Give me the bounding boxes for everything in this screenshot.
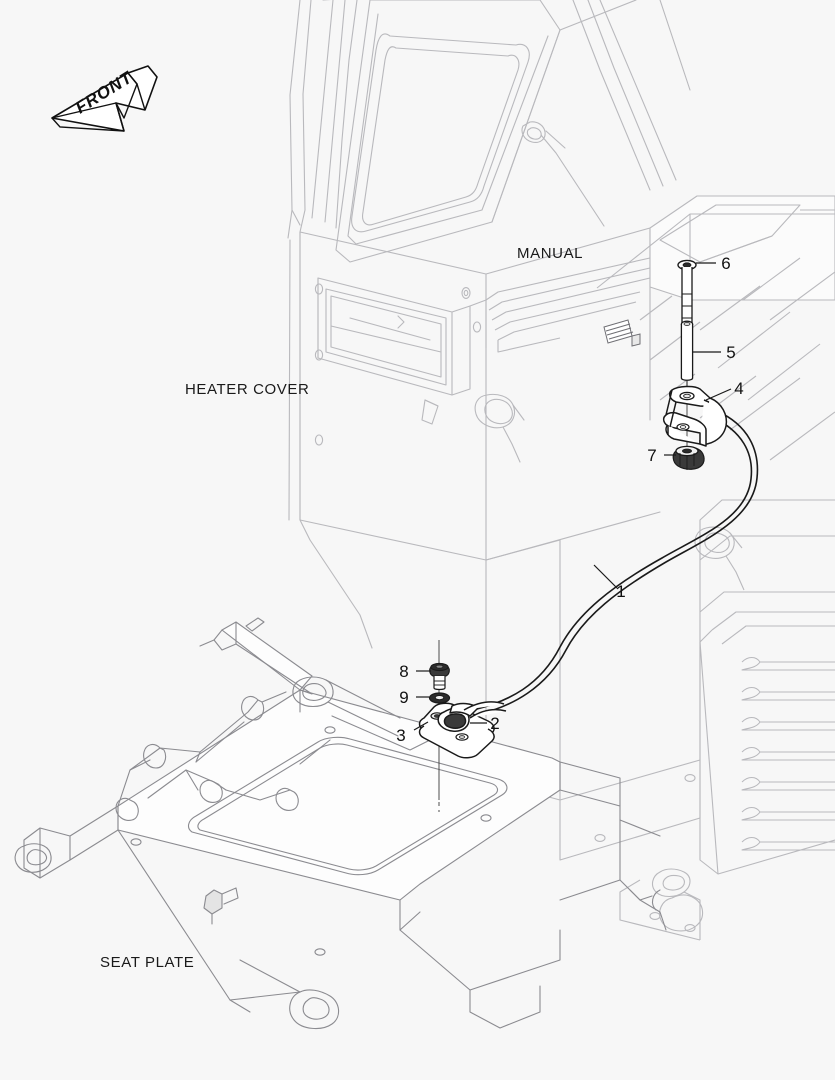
callout-7: 7 <box>647 446 656 465</box>
callout-3: 3 <box>396 726 405 745</box>
part-5-spacer <box>680 320 694 398</box>
label-manual: MANUAL <box>517 245 583 262</box>
callout-6: 6 <box>721 254 730 273</box>
label-heater-cover: HEATER COVER <box>185 381 309 398</box>
cab-structure-group <box>287 0 701 861</box>
cover-boss-right <box>694 526 745 591</box>
callout-5: 5 <box>726 343 735 362</box>
callout-9: 9 <box>399 688 408 707</box>
callout-1: 1 <box>616 582 625 601</box>
engine-cover-grille <box>619 499 835 941</box>
callout-8: 8 <box>399 662 408 681</box>
callout-leaders <box>413 262 732 731</box>
label-seat-plate: SEAT PLATE <box>100 954 194 971</box>
heater-connector <box>603 319 641 347</box>
callout-2: 2 <box>490 714 499 733</box>
manual-cover-detail <box>485 204 835 461</box>
part-2-cable-end-fitting <box>437 701 507 732</box>
part-4-bracket <box>662 385 728 447</box>
callout-4: 4 <box>734 379 743 398</box>
part-8-bolt <box>429 662 450 691</box>
manual-cover-panel <box>649 195 835 301</box>
part-7-nut <box>672 445 705 470</box>
part-6-bolt <box>677 259 697 335</box>
part-9-washer <box>428 692 451 704</box>
seat-plate-assembly <box>14 617 667 1029</box>
